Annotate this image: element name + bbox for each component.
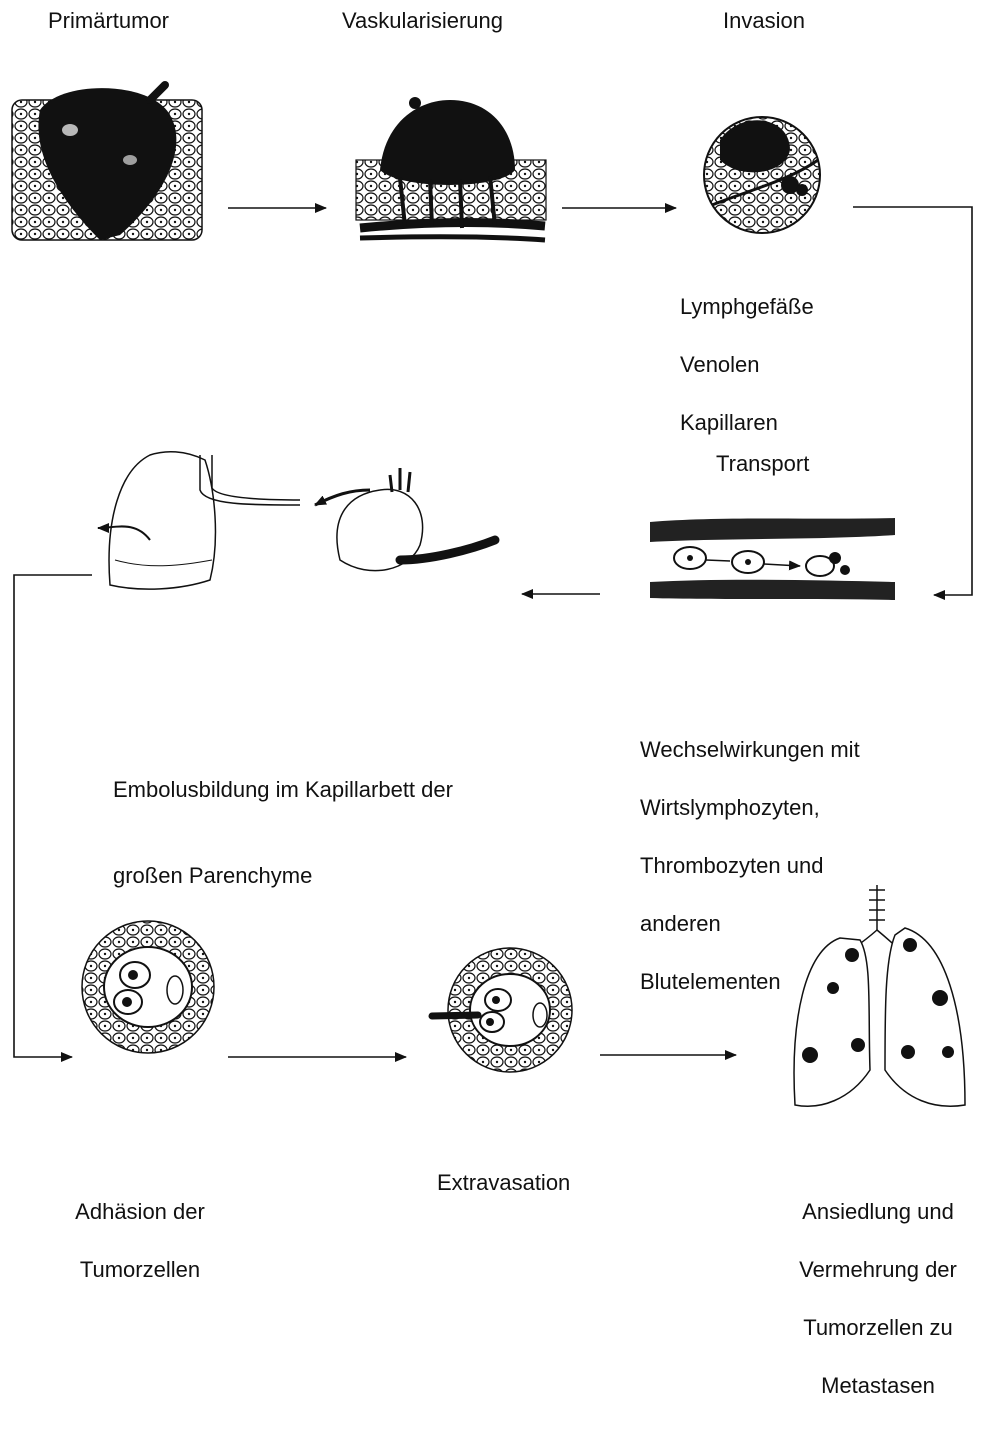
wechsel-line-5: Blutelementen [640, 967, 860, 996]
label-wechselwirkungen: Wechselwirkungen mit Wirtslymphozyten, T… [640, 706, 860, 1025]
arrow-embolus-to-adhaesion [14, 575, 92, 1057]
wechsel-line-4: anderen [640, 909, 860, 938]
label-invasion-routes: Lymphgefäße Venolen Kapillaren [680, 263, 814, 466]
wechsel-line-2: Wirtslymphozyten, [640, 793, 860, 822]
lung-heart-illustration [98, 452, 495, 589]
wechsel-line-3: Thrombozyten und [640, 851, 860, 880]
adhaesion-line-1: Adhäsion der [40, 1197, 240, 1226]
route-lymphgefaesse: Lymphgefäße [680, 292, 814, 321]
label-adhaesion: Adhäsion der Tumorzellen [40, 1168, 240, 1313]
primary-tumor-illustration [12, 85, 202, 240]
label-invasion: Invasion [723, 6, 805, 35]
label-transport: Transport [716, 449, 809, 478]
label-primaertumor: Primärtumor [48, 6, 169, 35]
label-vaskularisierung: Vaskularisierung [342, 6, 503, 35]
ansiedlung-line-1: Ansiedlung und [770, 1197, 986, 1226]
ansiedlung-line-4: Metastasen [770, 1371, 986, 1400]
transport-illustration [650, 518, 895, 600]
label-extravasation: Extravasation [437, 1168, 570, 1197]
route-venolen: Venolen [680, 350, 814, 379]
label-embolus: Embolusbildung im Kapillarbett der große… [113, 725, 453, 940]
metastasis-diagram [0, 0, 986, 1283]
invasion-illustration [704, 117, 820, 233]
route-kapillaren: Kapillaren [680, 408, 814, 437]
label-ansiedlung: Ansiedlung und Vermehrung der Tumorzelle… [770, 1168, 986, 1429]
ansiedlung-line-3: Tumorzellen zu [770, 1313, 986, 1342]
embolus-line-2: großen Parenchyme [113, 854, 453, 897]
wechsel-line-1: Wechselwirkungen mit [640, 735, 860, 764]
vascularisation-illustration [356, 97, 546, 240]
embolus-line-1: Embolusbildung im Kapillarbett der [113, 768, 453, 811]
adhesion-illustration [82, 921, 214, 1053]
extravasation-illustration [432, 948, 572, 1072]
ansiedlung-line-2: Vermehrung der [770, 1255, 986, 1284]
adhaesion-line-2: Tumorzellen [40, 1255, 240, 1284]
